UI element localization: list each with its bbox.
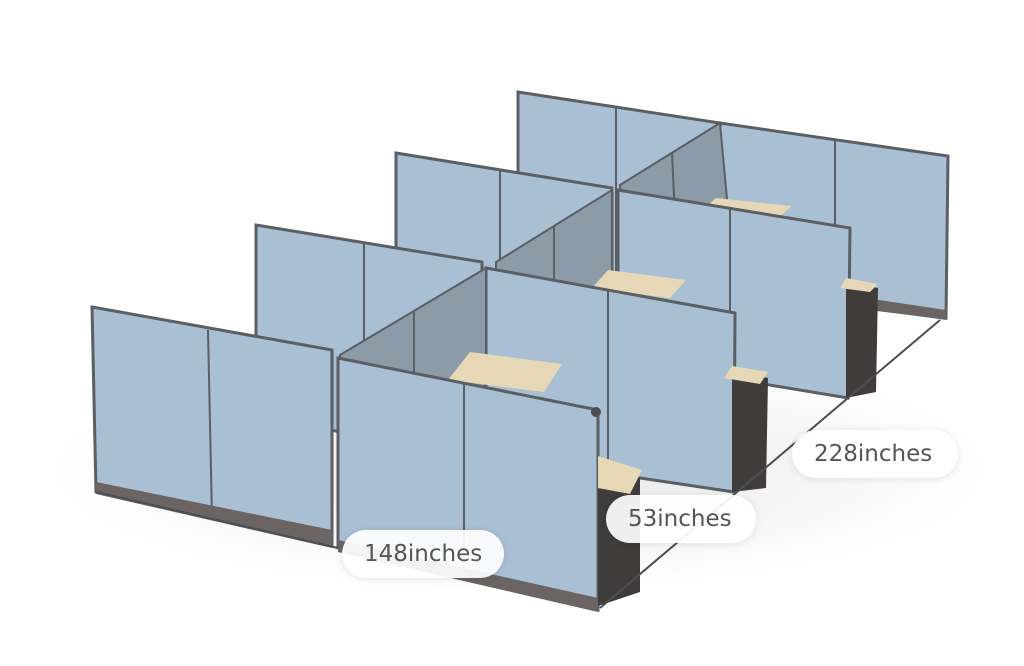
mid-front-pedestal: [732, 372, 768, 492]
front-desk-top: [598, 456, 642, 494]
width-dimension-label: 53inches: [606, 495, 756, 543]
length-dimension-label: 228inches: [792, 430, 958, 478]
mid-front-desk-top: [448, 352, 562, 392]
depth-dimension-label: 148inches: [342, 530, 504, 578]
back-desk-top: [702, 198, 792, 218]
front-left-base: [96, 482, 332, 548]
mid-back-pedestal: [846, 282, 878, 398]
